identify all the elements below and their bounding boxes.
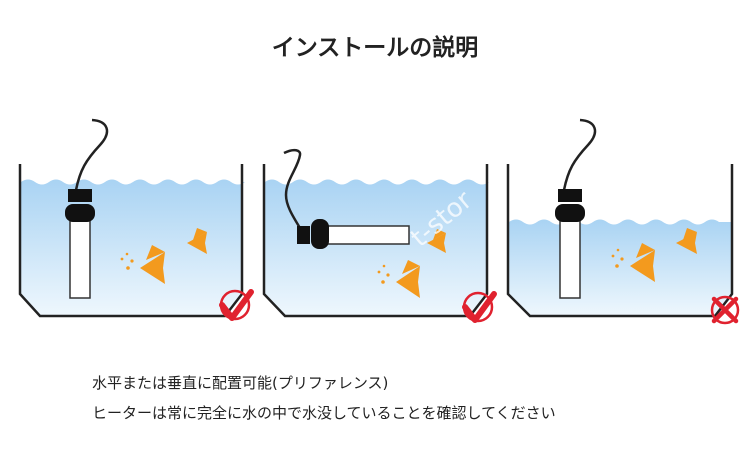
- water: [265, 179, 489, 315]
- heater-tube: [324, 225, 410, 245]
- water: [21, 179, 245, 315]
- heater-cap: [297, 226, 310, 244]
- heater-clip: [311, 219, 329, 249]
- panel-1: [18, 118, 254, 321]
- check-icon: [219, 289, 254, 321]
- page-title: インストールの説明: [271, 35, 479, 61]
- tank-outline: [262, 164, 489, 318]
- instruction-orientation: 水平または垂直に配置可能(プリファレンス): [92, 374, 389, 392]
- heater-cap: [558, 189, 582, 202]
- fish-icon: [377, 260, 420, 298]
- fish-icon: [187, 228, 207, 254]
- heater-cable: [74, 118, 109, 191]
- fish-icon: [427, 229, 446, 253]
- water: [509, 219, 731, 315]
- tank-outline: [18, 164, 244, 318]
- heater-clip: [555, 204, 585, 222]
- heater-clip: [65, 204, 95, 222]
- panel-2: t-stor: [262, 148, 497, 323]
- fish-icon: [676, 228, 697, 254]
- heater-cable: [283, 148, 302, 229]
- tank-outline: [506, 164, 734, 318]
- panel-3: [506, 118, 740, 325]
- instruction-submerge: ヒーターは常に完全に水の中で水没していることを確認してください: [92, 404, 556, 422]
- fish-icon: [120, 245, 165, 284]
- check-icon: [462, 291, 497, 323]
- heater-cap: [68, 189, 92, 202]
- cross-icon: [710, 295, 740, 325]
- fish-icon: [611, 243, 655, 282]
- heater-cable: [562, 118, 597, 191]
